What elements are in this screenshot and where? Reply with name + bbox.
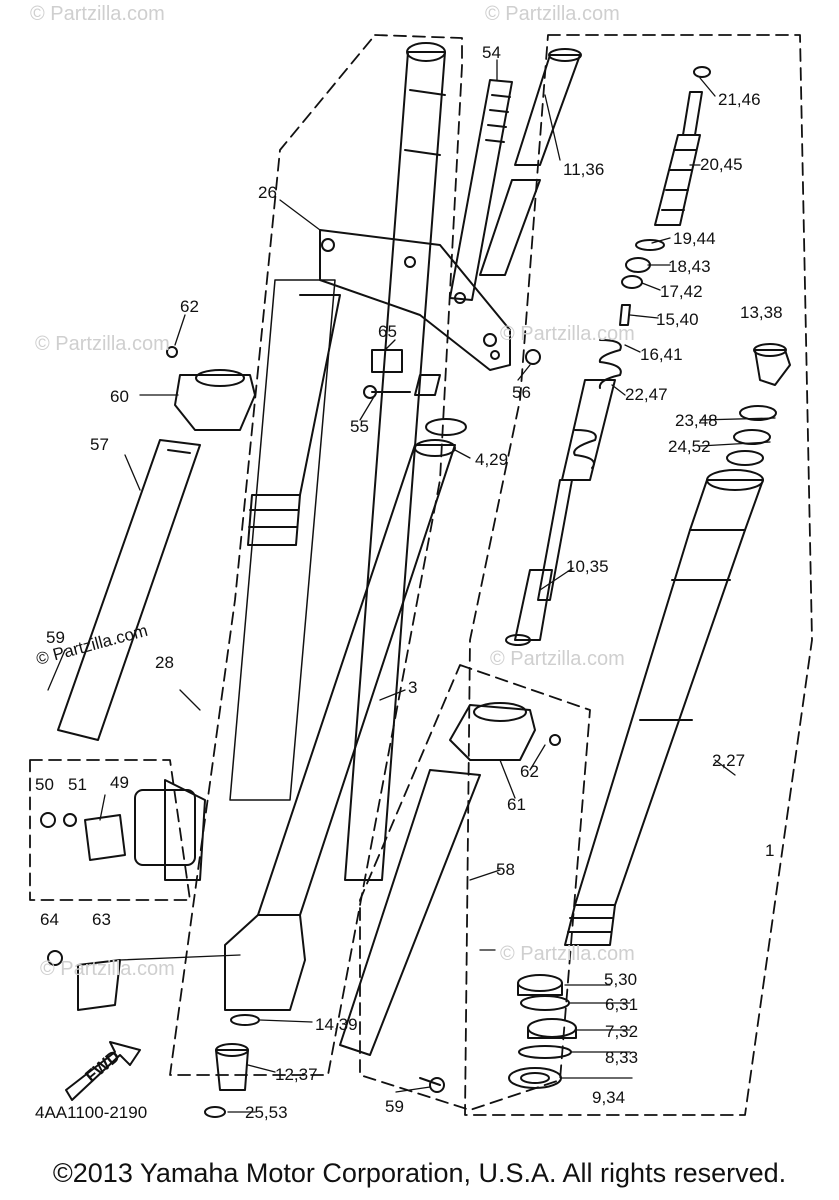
label-54: 54 [482, 43, 501, 62]
guard-clamp-61 [449, 702, 561, 761]
label-2-27: 2,27 [712, 751, 745, 770]
bushing-stack [508, 974, 577, 1089]
fork-guard-58 [339, 769, 481, 1056]
label-15-40: 15,40 [656, 310, 699, 329]
label-24-52: 24,52 [668, 437, 711, 456]
guard-clamp-60 [166, 346, 256, 431]
label-16-41: 16,41 [640, 345, 683, 364]
watermark: © Partzilla.com [490, 648, 625, 670]
callout-labels: 54 11,36 21,46 20,45 19,44 18,43 17,42 1… [35, 43, 783, 1122]
label-12-37: 12,37 [275, 1065, 318, 1084]
label-22-47: 22,47 [625, 385, 668, 404]
label-6-31: 6,31 [605, 995, 638, 1014]
label-28: 28 [155, 653, 174, 672]
label-18-43: 18,43 [668, 257, 711, 276]
steering-stem-54 [449, 79, 513, 301]
watermark: © Partzilla.com [500, 323, 635, 345]
watermark: © Partzilla.com [35, 333, 170, 355]
label-13-38: 13,38 [740, 303, 783, 322]
label-14-39: 14,39 [315, 1015, 358, 1034]
label-5-30: 5,30 [604, 970, 637, 989]
outer-tube-28 [134, 279, 336, 881]
watermarks: © Partzilla.com © Partzilla.com © Partzi… [30, 3, 635, 980]
label-58: 58 [496, 860, 515, 879]
inner-tube-28 [247, 42, 446, 881]
label-49: 49 [110, 773, 129, 792]
label-50: 50 [35, 775, 54, 794]
group-outline-right [464, 34, 813, 1116]
watermark: © Partzilla.com [40, 958, 175, 980]
label-21-46: 21,46 [718, 90, 761, 109]
label-65: 65 [378, 322, 397, 341]
label-1: 1 [765, 841, 774, 860]
label-17-42: 17,42 [660, 282, 703, 301]
group-outline-bottom [359, 664, 591, 1111]
cap-bolt-13-38 [726, 343, 791, 466]
label-57: 57 [90, 435, 109, 454]
label-19-44: 19,44 [673, 229, 716, 248]
label-62a: 62 [180, 297, 199, 316]
axle-holder-49 [40, 812, 126, 861]
label-60: 60 [110, 387, 129, 406]
label-25-53: 25,53 [245, 1103, 288, 1122]
label-4-29: 4,29 [475, 450, 508, 469]
watermark: © Partzilla.com [500, 943, 635, 965]
small-parts [363, 349, 541, 1093]
fwd-arrow-icon [65, 1041, 141, 1101]
label-61: 61 [507, 795, 526, 814]
outer-tube-2-27 [564, 469, 764, 946]
label-64: 64 [40, 910, 59, 929]
label-10-35: 10,35 [566, 557, 609, 576]
fwd-label: FWD [82, 1047, 124, 1086]
axle-holder-63 [47, 950, 121, 1011]
spring-guide-11-36 [479, 48, 582, 276]
label-59b: 59 [385, 1097, 404, 1116]
watermark: © Partzilla.com [485, 3, 620, 25]
damper-rod-assembly [505, 66, 711, 646]
watermark: © Partzilla.com [30, 3, 165, 25]
exploded-parts-diagram: 54 11,36 21,46 20,45 19,44 18,43 17,42 1… [29, 3, 813, 1122]
part-code: 4AA1100-2190 [35, 1103, 147, 1122]
label-59a: 59 [46, 628, 65, 647]
label-7-32: 7,32 [605, 1022, 638, 1041]
group-outline-main [169, 34, 463, 1076]
label-11-36: 11,36 [563, 160, 604, 179]
label-55: 55 [350, 417, 369, 436]
label-26: 26 [258, 183, 277, 202]
label-56: 56 [512, 383, 531, 402]
label-3: 3 [408, 678, 417, 697]
label-20-45: 20,45 [700, 155, 743, 174]
triple-clamp-26 [319, 229, 511, 371]
label-63: 63 [92, 910, 111, 929]
inner-tube-3 [224, 418, 467, 1011]
label-9-34: 9,34 [592, 1088, 625, 1107]
label-62b: 62 [520, 762, 539, 781]
leader-lines [47, 59, 776, 1113]
label-23-48: 23,48 [675, 411, 718, 430]
label-51: 51 [68, 775, 87, 794]
label-8-33: 8,33 [605, 1048, 638, 1067]
fork-guard-57 [57, 439, 201, 741]
copyright-notice: ©2013 Yamaha Motor Corporation, U.S.A. A… [52, 1158, 787, 1188]
base-bolt-12-37 [204, 1014, 260, 1118]
